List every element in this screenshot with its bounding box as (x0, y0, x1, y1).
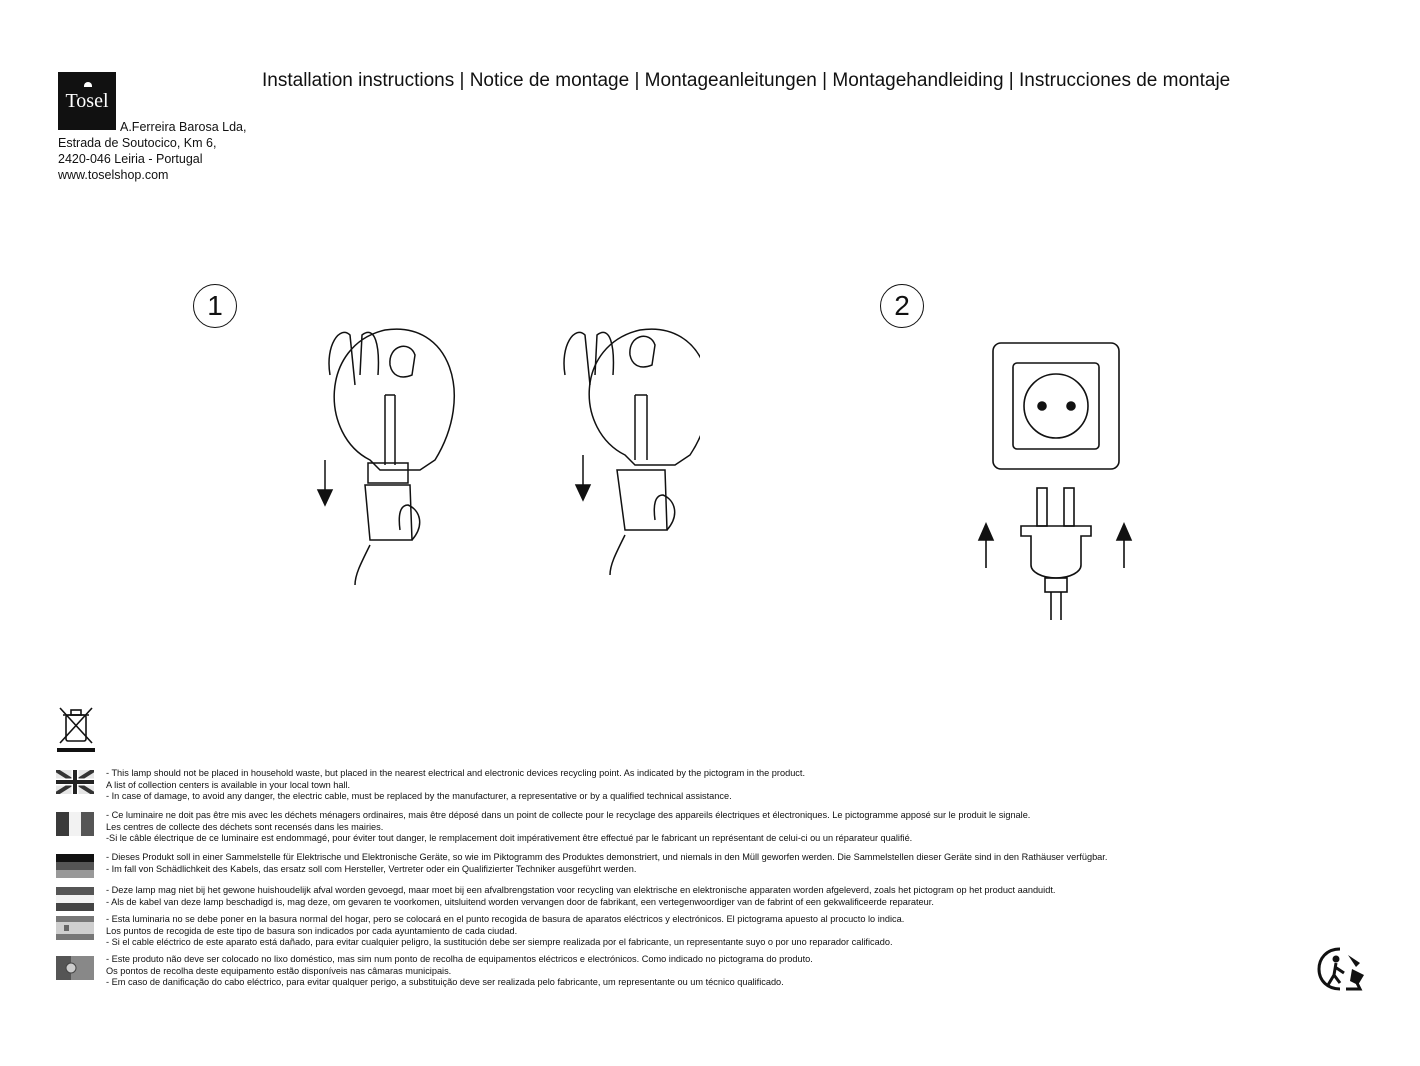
company-city: 2420-046 Leiria - Portugal (58, 152, 203, 166)
socket-frame (992, 342, 1120, 470)
bulb-left (328, 328, 456, 586)
text-line: Les centres de collecte des déchets sont… (106, 821, 384, 832)
language-row-de: - Dieses Produkt soll in einer Sammelste… (56, 852, 1296, 878)
company-website: www.toselshop.com (58, 168, 169, 182)
tosel-logo: Tosel (58, 72, 116, 130)
language-row-nl: - Deze lamp mag niet bij het gewone huis… (56, 885, 1296, 911)
text-line: - In case of damage, to avoid any danger… (106, 791, 732, 801)
arrow-up-left (977, 522, 995, 568)
plug-into-socket-illustration (977, 342, 1133, 620)
company-name: A.Ferreira Barosa Lda, (120, 120, 247, 134)
language-row-es: - Esta luminaria no se debe poner en la … (56, 914, 1296, 949)
text-line: - Deze lamp mag niet bij het gewone huis… (106, 885, 1056, 895)
text-line: - Em caso de danificação do cabo eléctri… (106, 977, 784, 987)
uk-flag-icon (56, 770, 94, 794)
plug (1020, 487, 1092, 620)
text-line: Os pontos de recolha deste equipamento e… (106, 965, 452, 976)
language-text-de: - Dieses Produkt soll in einer Sammelste… (106, 852, 1107, 875)
text-line: - Dieses Produkt soll in einer Sammelste… (106, 852, 1108, 862)
france-flag-icon (56, 812, 94, 836)
text-line: - This lamp should not be placed in hous… (106, 768, 805, 778)
text-line: - Ce luminaire ne doit pas être mis avec… (106, 810, 1031, 820)
step-2-number: 2 (880, 284, 924, 328)
logo-text: Tosel (65, 89, 109, 112)
text-line: - Im fall von Schädlichkeit des Kabels, … (106, 863, 637, 874)
company-address: A.Ferreira Barosa Lda, Estrada de Soutoc… (58, 119, 318, 183)
language-row-pt: - Este produto não deve ser colocado no … (56, 954, 1296, 989)
crossed-out-bin-icon (57, 707, 95, 752)
arrow-up-right (1115, 522, 1133, 568)
netherlands-flag-icon (56, 887, 94, 911)
language-text-es: - Esta luminaria no se debe poner en la … (106, 914, 904, 949)
bulb-right (563, 328, 700, 576)
language-text-en: - This lamp should not be placed in hous… (106, 768, 805, 803)
text-line: -Si le câble électrique de ce luminaire … (106, 833, 913, 843)
text-line: - Si el cable eléctrico de este aparato … (106, 937, 893, 947)
arrow-down-left (316, 460, 334, 507)
text-line: - Este produto não deve ser colocado no … (106, 954, 813, 964)
bulb-screw-in-illustration (316, 328, 700, 586)
portugal-flag-icon (56, 956, 94, 980)
language-text-fr: - Ce luminaire ne doit pas être mis avec… (106, 810, 1030, 845)
page-title: Installation instructions | Notice de mo… (262, 70, 1231, 91)
step-1-number: 1 (193, 284, 237, 328)
company-street: Estrada de Soutocico, Km 6, (58, 136, 217, 150)
text-line: A list of collection centers is availabl… (106, 779, 351, 790)
language-text-pt: - Este produto não deve ser colocado no … (106, 954, 813, 989)
language-row-en: - This lamp should not be placed in hous… (56, 768, 1296, 803)
text-line: - Als de kabel van deze lamp beschadigd … (106, 896, 934, 907)
text-line: Los puntos de recogida de este tipo de b… (106, 925, 518, 936)
germany-flag-icon (56, 854, 94, 878)
arrow-down-right (574, 455, 592, 502)
text-line: - Esta luminaria no se debe poner en la … (106, 914, 905, 924)
spain-flag-icon (56, 916, 94, 940)
recycling-person-icon (1317, 947, 1364, 991)
socket-outlet (1023, 373, 1089, 439)
language-row-fr: - Ce luminaire ne doit pas être mis avec… (56, 810, 1296, 845)
language-text-nl: - Deze lamp mag niet bij het gewone huis… (106, 885, 1055, 908)
